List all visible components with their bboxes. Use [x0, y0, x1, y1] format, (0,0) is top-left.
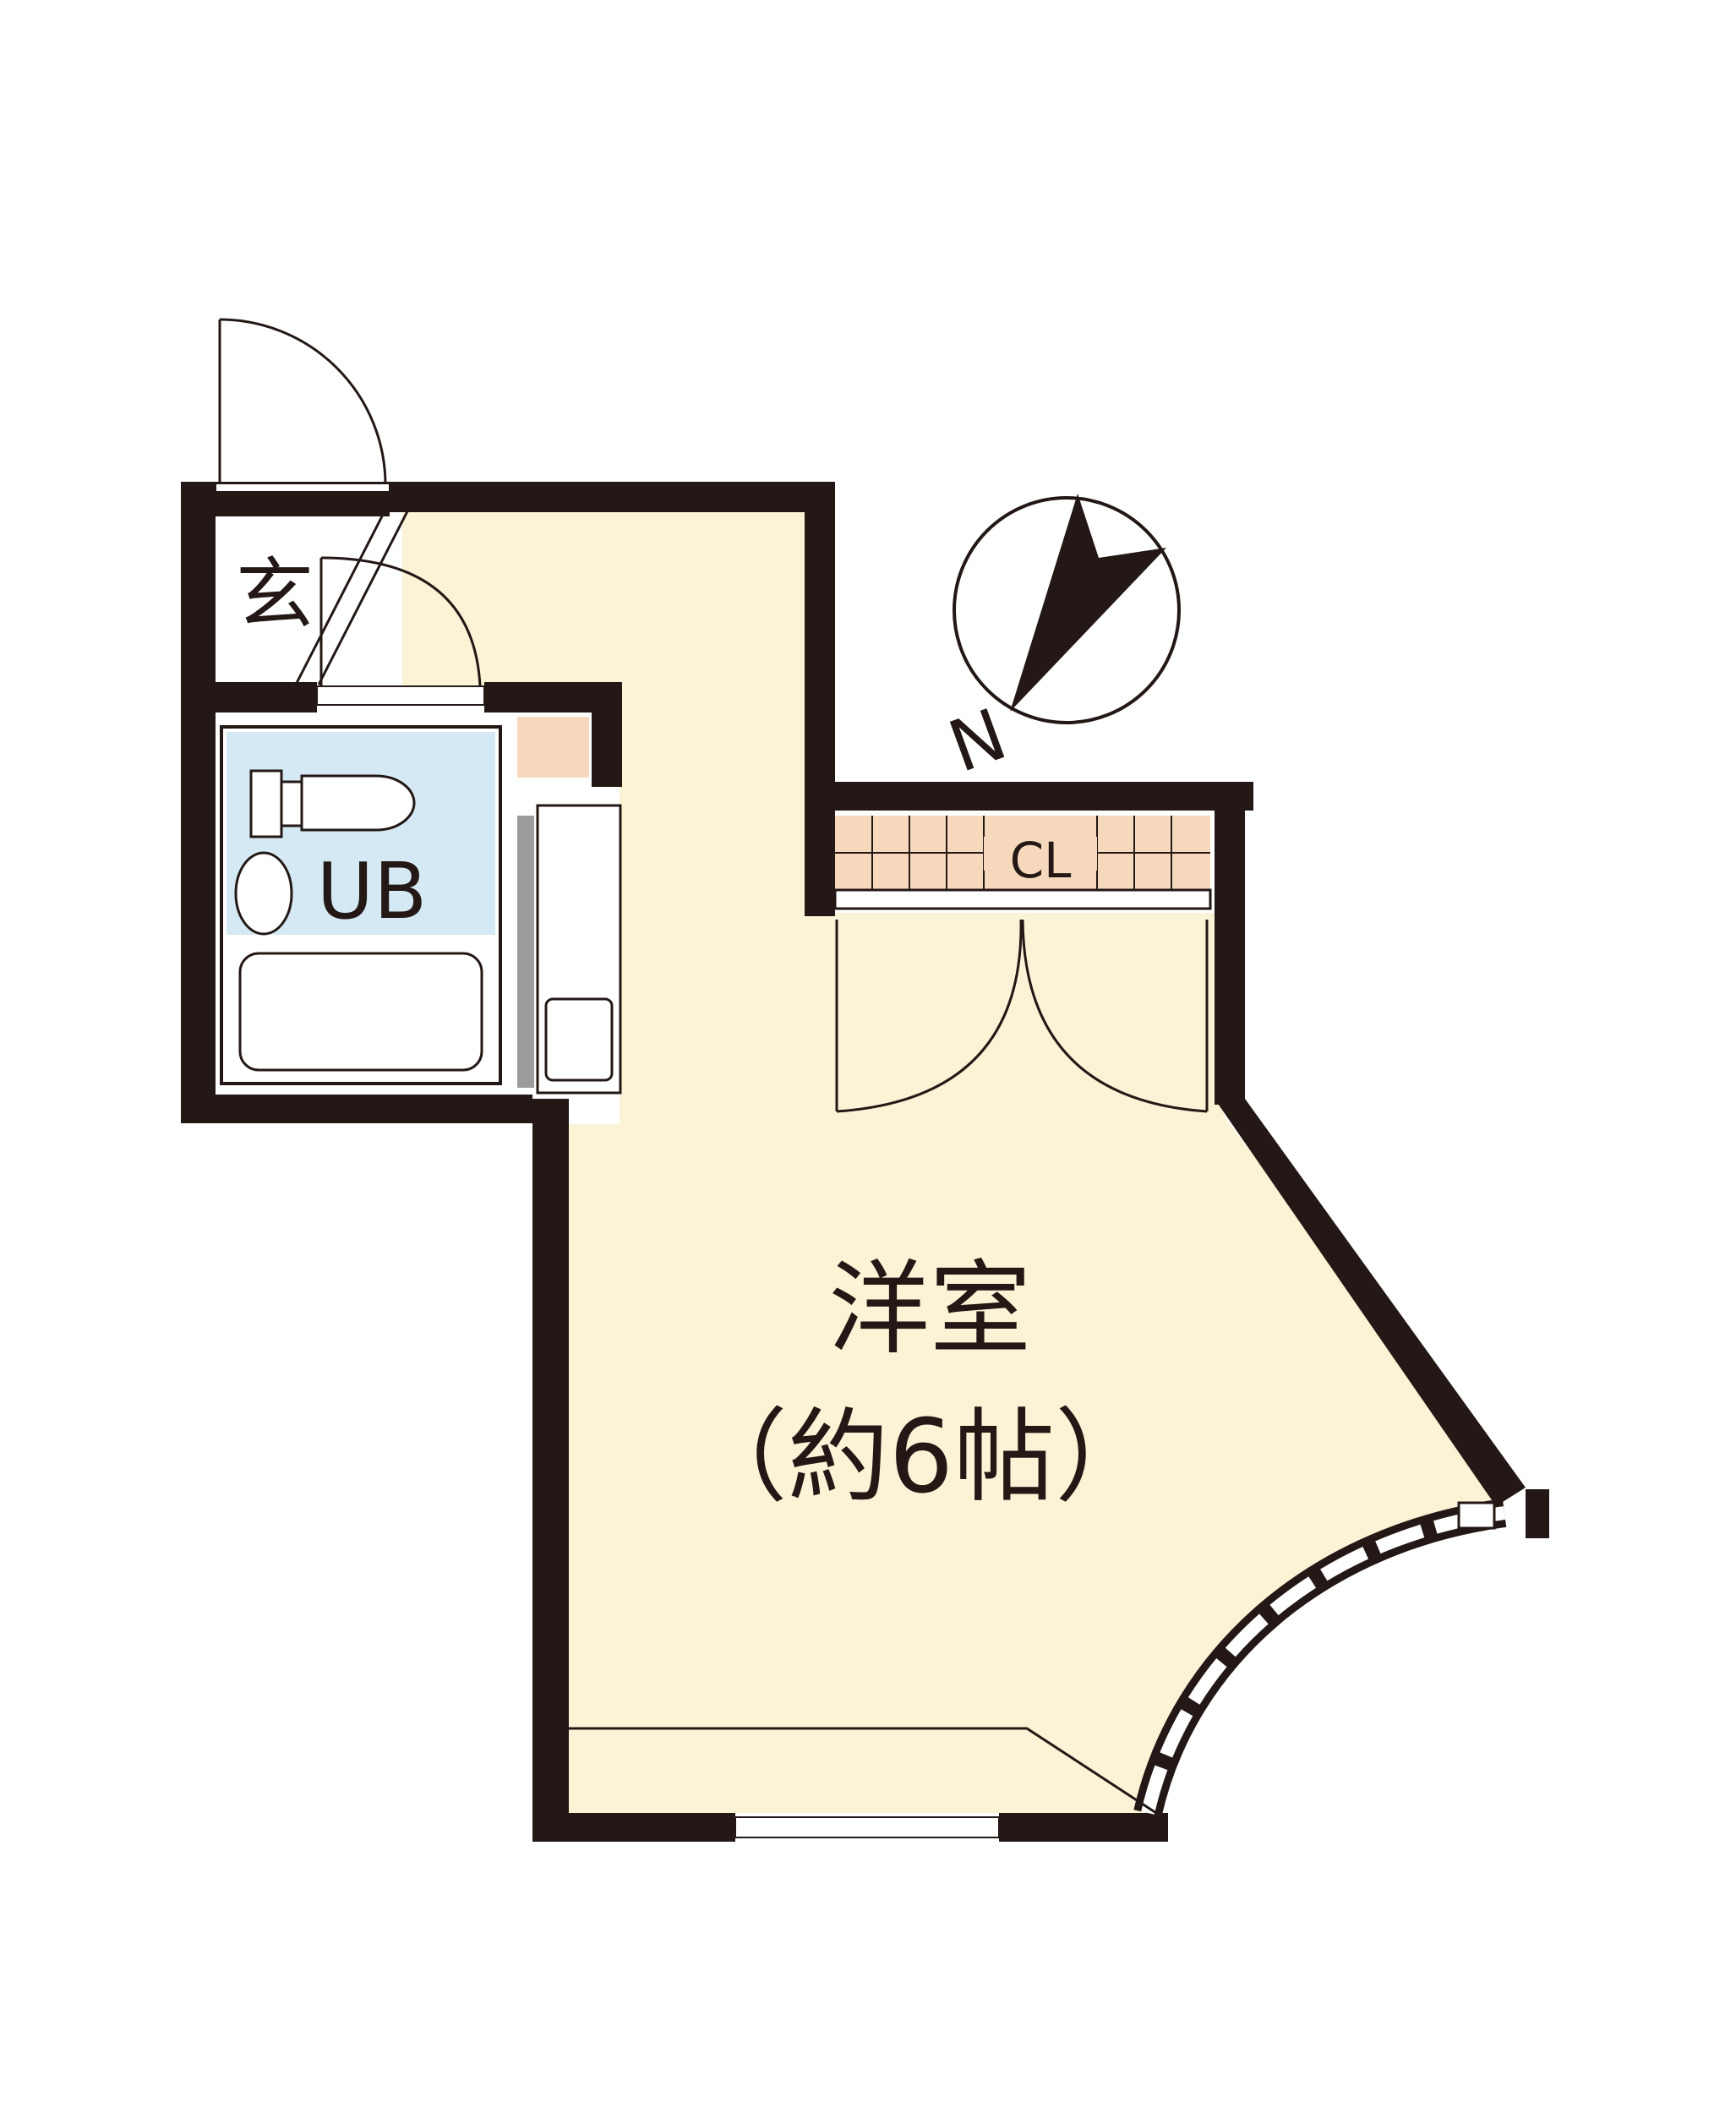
compass: N [938, 494, 1181, 789]
bath-corner-shelf [517, 717, 589, 778]
front-door[interactable] [215, 318, 390, 493]
closet-label-bg [984, 837, 1097, 871]
main-room-floor [402, 505, 1504, 1813]
washbasin [234, 851, 293, 936]
compass-needle-icon [1010, 494, 1166, 712]
floor-step-line [569, 1727, 1157, 1815]
bathroom-door[interactable] [316, 556, 485, 706]
closet-rail [833, 888, 1212, 910]
kitchen-sink [544, 997, 614, 1082]
entrance-label: 玄 [236, 549, 314, 640]
main-room-label: 洋室 [828, 1251, 1031, 1368]
kitchen-wall-strip [517, 816, 534, 1088]
bathroom-label: UB [317, 846, 427, 936]
compass-label: N [938, 692, 1017, 789]
entrance-step [294, 511, 409, 685]
bathroom-outline [220, 725, 502, 1085]
closet-label: CL [1010, 832, 1072, 889]
bottom-window [734, 1816, 1000, 1838]
toilet [249, 769, 416, 838]
closet-doors[interactable] [835, 919, 1209, 1113]
bay-window [1133, 1499, 1507, 1816]
bathtub [238, 952, 483, 1072]
main-room-size: （約6帖） [686, 1399, 1156, 1516]
